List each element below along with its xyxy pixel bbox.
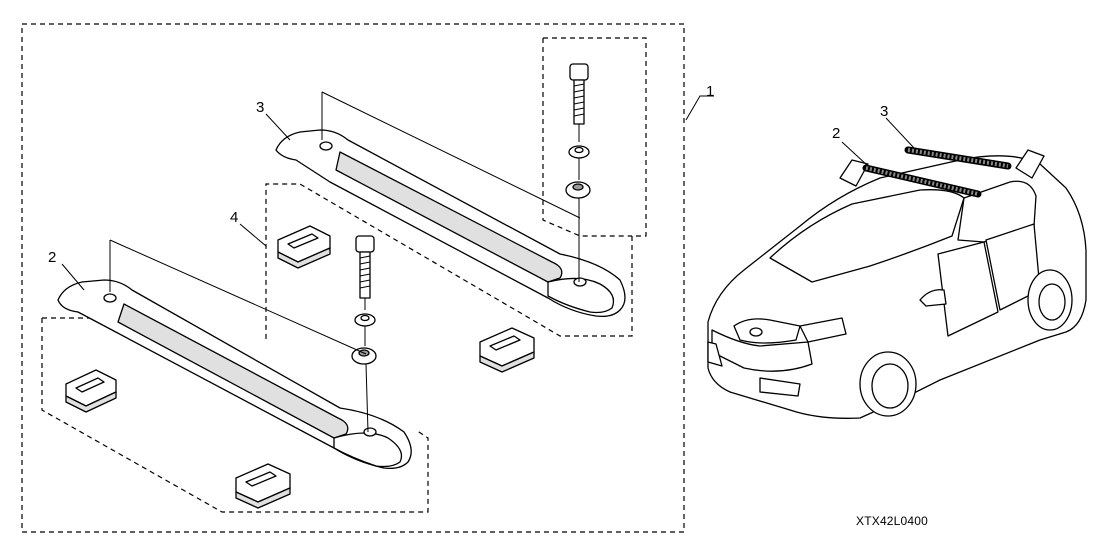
- figure-code: XTX42L0400: [856, 514, 929, 528]
- clip-lower-right: [235, 463, 291, 509]
- upper-bolt-set: [565, 63, 591, 282]
- callout-vehicle-front-bar: 2: [832, 125, 840, 142]
- leader-kit: [685, 95, 714, 121]
- clip-upper-right: [479, 327, 535, 373]
- leader-vehicle-rear-bar: [885, 117, 915, 149]
- vehicle-front-crossbar: [862, 164, 982, 198]
- vehicle-illustration: [707, 149, 1087, 419]
- callout-hardware-set: 4: [230, 209, 238, 226]
- leader-hardware-set: [239, 223, 267, 247]
- callout-rear-bar: 3: [256, 99, 264, 116]
- rear-crossbar: [275, 129, 626, 318]
- leader-front-bar-extension: [109, 239, 367, 355]
- clip-upper-left: [277, 225, 331, 269]
- leader-rear-bar-extension: [321, 91, 581, 219]
- leader-vehicle-front-bar: [841, 141, 869, 167]
- hardware-boundary-upper-left: [542, 38, 632, 237]
- front-crossbar: [57, 279, 412, 470]
- hardware-boundary-upper: [265, 37, 647, 340]
- vehicle-rear-crossbar: [904, 146, 1012, 170]
- hardware-boundary-lower: [41, 318, 429, 513]
- callout-kit: 1: [706, 83, 714, 100]
- callout-front-bar: 2: [48, 249, 56, 266]
- lower-bolt-set: [351, 235, 377, 433]
- leader-front-bar: [61, 263, 85, 291]
- callout-vehicle-rear-bar: 3: [880, 103, 888, 120]
- clip-lower-left: [65, 369, 117, 413]
- leader-rear-bar: [265, 113, 291, 141]
